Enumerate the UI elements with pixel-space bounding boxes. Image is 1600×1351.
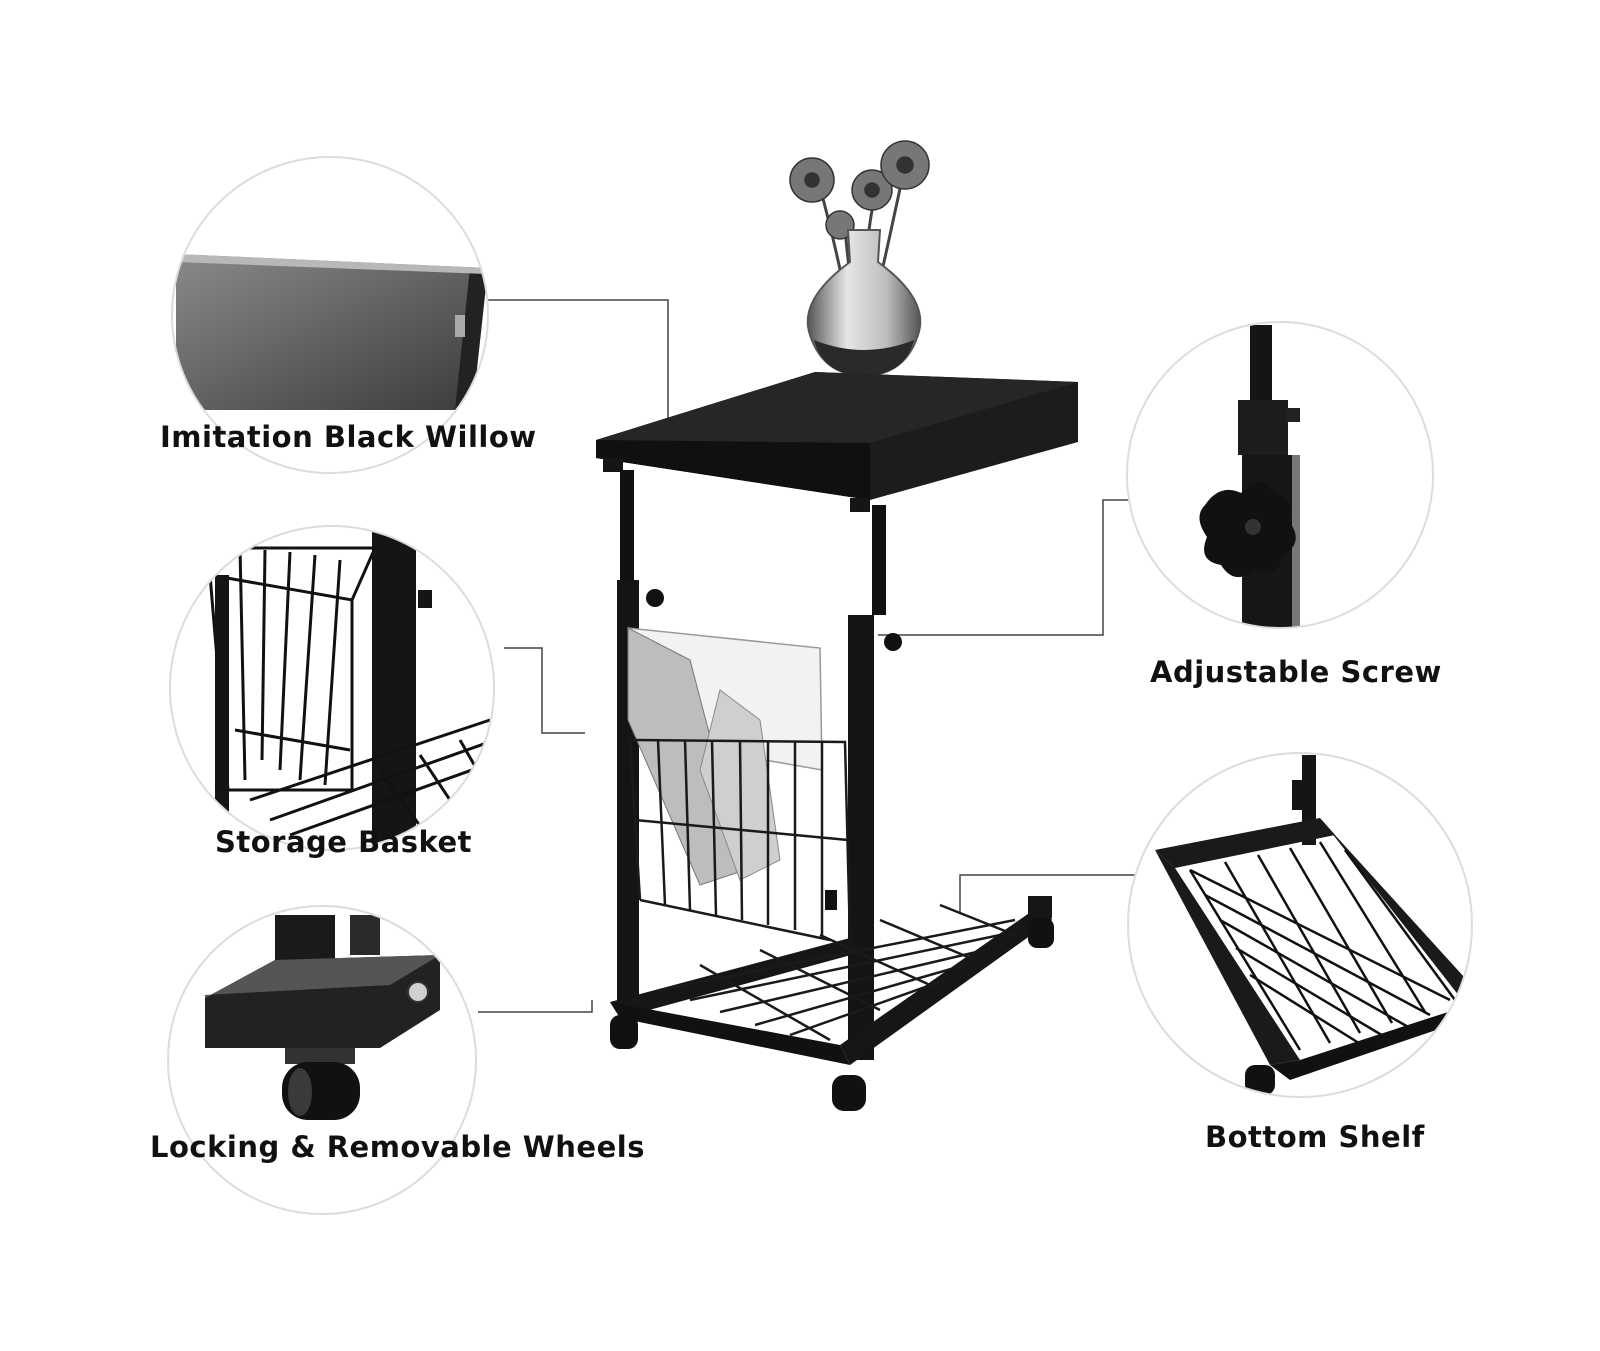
label-basket: Storage Basket [215,825,473,859]
leader-line-shelf [959,874,1146,913]
upper-post-right [872,505,886,615]
label-screw: Adjustable Screw [1150,655,1442,689]
storage-basket [628,738,852,942]
lower-post-right [848,615,874,1060]
leader-line-screw [878,499,1145,636]
flower-heads [789,140,930,240]
leader-line-basket [504,647,585,734]
base-left-bar [610,938,862,1018]
wheel-2 [832,1075,866,1111]
base-front-bar [840,902,1052,1065]
shelf-detail-icon [1127,752,1473,1098]
leader-line-tabletop [487,299,669,432]
upper-post-left [620,470,634,580]
base-back-bar [610,1002,850,1065]
label-shelf: Bottom Shelf [1205,1120,1425,1154]
wheel-4 [825,890,837,910]
basket-detail-icon [169,525,495,851]
label-tabletop: Imitation Black Willow [160,420,537,454]
knob-detail-icon [1126,321,1434,629]
tabletop-detail-icon [171,156,489,474]
side-table-with-vase-icon [596,140,1078,1111]
leader-line-wheels [478,1000,593,1013]
wheel-3 [1028,918,1054,948]
wheel-1 [610,1015,638,1049]
leader-lines [478,299,1146,1013]
bottom-shelf-grid [659,903,1016,1042]
label-wheels: Locking & Removable Wheels [150,1130,645,1164]
wheel-detail-icon [167,905,477,1215]
